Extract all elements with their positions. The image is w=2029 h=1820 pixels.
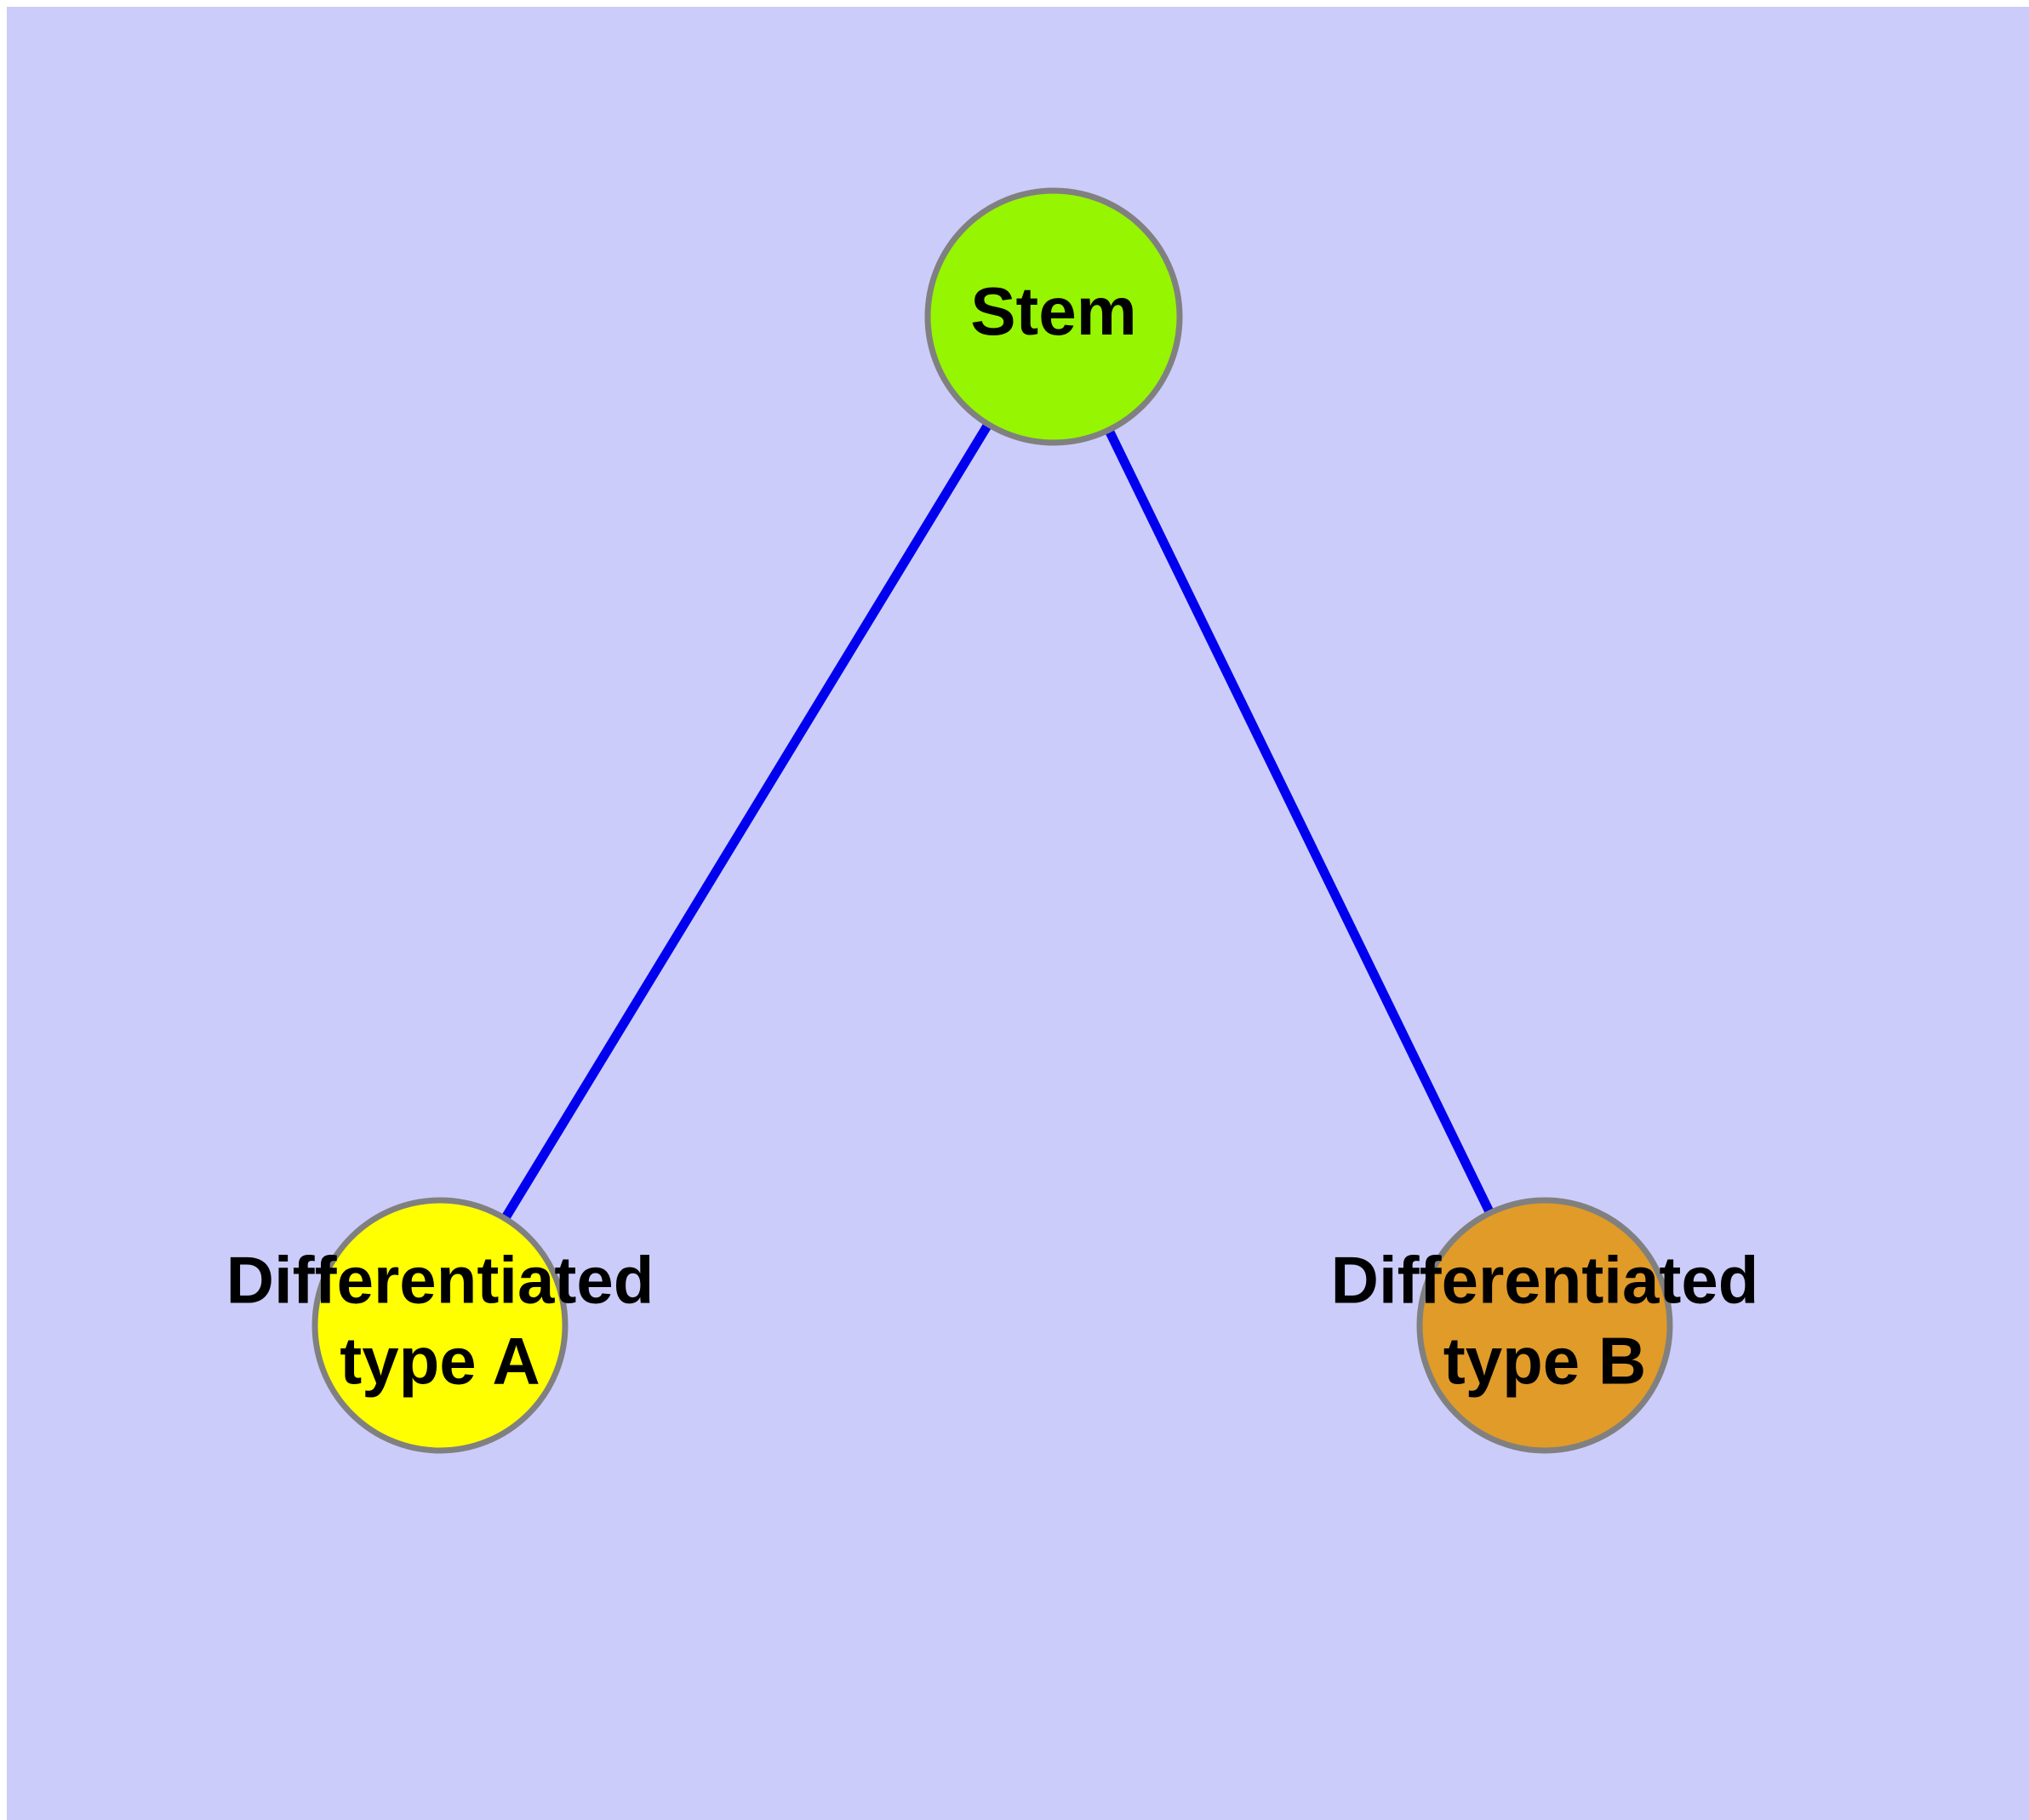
graph-node-stem[interactable]: Stem — [924, 187, 1183, 446]
node-circle-diff_b[interactable] — [1416, 1197, 1673, 1454]
node-label-line: Differentiated — [1331, 1242, 1759, 1317]
edge-layer — [436, 314, 1549, 1328]
edge-stem-diff-a[interactable] — [436, 314, 1058, 1328]
node-label-line: Differentiated — [226, 1242, 654, 1317]
node-label-stem: Stem — [970, 273, 1137, 349]
edge-stem-diff-b[interactable] — [1049, 314, 1549, 1328]
node-label-line: type B — [1443, 1323, 1646, 1398]
node-label-line: type A — [340, 1323, 540, 1398]
node-circle-diff_a[interactable] — [311, 1197, 569, 1454]
node-circle-stem[interactable] — [924, 187, 1183, 446]
node-label-line: Stem — [970, 273, 1137, 349]
